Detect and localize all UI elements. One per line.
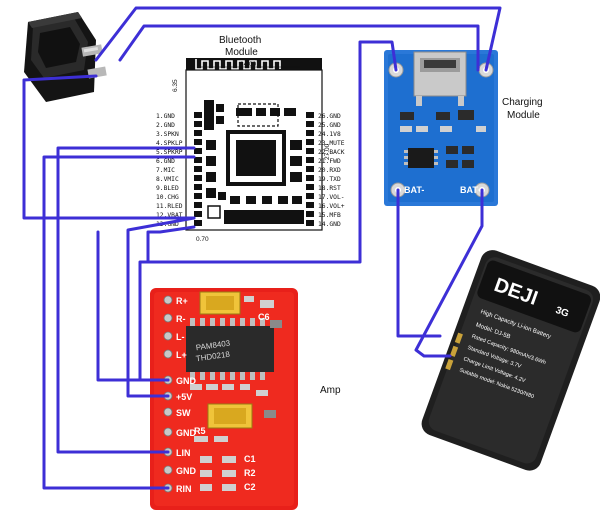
- amp-pin-gnd-1: GND: [176, 376, 197, 386]
- bt-pin-19: 19.TXD: [318, 176, 341, 183]
- bt-pin-9: 9.BLED: [156, 185, 179, 192]
- amp-part-r2: R2: [244, 468, 256, 478]
- bt-pin-2: 2.GND: [156, 122, 175, 129]
- bt-pin-22: 22.BACK: [318, 149, 345, 156]
- bluetooth-module: 14.00 6.35 27.00 0.70: [172, 58, 331, 243]
- battery: DEJI 3G High Capacity Li-ion Battery Mod…: [421, 250, 600, 471]
- wire-amp-gnd-return: [96, 230, 170, 382]
- amp-pin-r-minus: R-: [176, 314, 186, 324]
- bt-pin-21: 21.FWD: [318, 158, 341, 165]
- amp-pin-l-minus: L-: [176, 332, 185, 342]
- charging-title-line2: Module: [507, 110, 540, 121]
- amp-pin-rin: RIN: [176, 484, 192, 494]
- battery-badge: 3G: [554, 305, 571, 320]
- bt-pin-17: 17.VOL-: [318, 194, 345, 201]
- amp-pin-5v: +5V: [176, 392, 192, 402]
- top-height-dimension: 6.35: [172, 79, 179, 92]
- bt-pin-24: 24.1V8: [318, 131, 341, 138]
- bt-pin-12: 12.VBAT: [156, 212, 183, 219]
- bluetooth-title-line2: Module: [225, 47, 258, 58]
- bt-pin-23: 23.MUTE: [318, 140, 345, 147]
- bt-pin-6: 6.GND: [156, 158, 175, 165]
- bt-pin-16: 16.VOL+: [318, 203, 345, 210]
- wire-switch-to-bt-vbat: [22, 74, 196, 220]
- bt-pin-26: 26.GND: [318, 113, 341, 120]
- amp-pin-r-plus: R+: [176, 296, 188, 306]
- bluetooth-title-line1: Bluetooth: [219, 35, 261, 46]
- width-dimension: 14.00: [240, 61, 257, 68]
- side-height-dimension: 27.00: [324, 143, 331, 160]
- wires: [22, 6, 502, 490]
- bt-pin-13: 13.GND: [156, 221, 179, 228]
- amp-board: PAM8403 THD0218: [150, 288, 298, 510]
- wire-bat-minus: [396, 188, 442, 338]
- bt-pin-4: 4.SPKLP: [156, 140, 183, 147]
- bt-pin-1: 1.GND: [156, 113, 175, 120]
- wire-spklp-to-lin: [56, 146, 196, 454]
- amp-pin-l-plus: L+: [176, 350, 187, 360]
- amp-part-r5: R5: [194, 426, 206, 436]
- rocker-switch: [24, 12, 107, 102]
- bt-pin-25: 25.GND: [318, 122, 341, 129]
- wire-bt-vbat-to-amp-5v: [126, 216, 196, 398]
- amp-pin-gnd-2: GND: [176, 428, 197, 438]
- bt-pin-11: 11.RLED: [156, 203, 183, 210]
- bt-pin-8: 8.VMIC: [156, 176, 179, 183]
- charging-module: BAT- BAT+: [384, 50, 498, 206]
- wire-switch-to-charger-top: [94, 6, 502, 72]
- amp-pin-lin: LIN: [176, 448, 191, 458]
- bt-pin-20: 20.RXD: [318, 167, 341, 174]
- wire-spkrp-to-rin: [42, 155, 196, 490]
- amp-pin-sw: SW: [176, 408, 191, 418]
- amp-part-c6: C6: [258, 312, 270, 322]
- bt-pin-7: 7.MIC: [156, 167, 175, 174]
- bt-pin-15: 15.MFB: [318, 212, 341, 219]
- bluetooth-right-pins: 26.GND 25.GND 24.1V8 23.MUTE 22.BACK 21.…: [318, 113, 345, 228]
- amp-part-c2: C2: [244, 482, 256, 492]
- bt-pin-3: 3.SPKN: [156, 131, 179, 138]
- wire-charger-top-loop: [118, 24, 480, 72]
- bt-pin-5: 5.SPKRP: [156, 149, 183, 156]
- charging-title-line1: Charging: [502, 97, 543, 108]
- amp-title: Amp: [320, 385, 341, 396]
- bt-pin-14: 14.GND: [318, 221, 341, 228]
- amp-pin-gnd-3: GND: [176, 466, 197, 476]
- bottom-dimension: 0.70: [196, 236, 209, 243]
- bt-pin-10: 10.CHG: [156, 194, 179, 201]
- bat-plus-label: BAT+: [460, 185, 483, 195]
- wire-bat-plus: [414, 188, 484, 358]
- bluetooth-left-pins: 1.GND 2.GND 3.SPKN 4.SPKLP 5.SPKRP 6.GND…: [156, 113, 183, 228]
- amp-part-c1: C1: [244, 454, 256, 464]
- amp-pin-labels: R+ R- L- L+ GND +5V SW GND LIN GND RIN C…: [176, 296, 270, 494]
- bt-pin-18: 18.RST: [318, 185, 341, 192]
- bat-minus-label: BAT-: [404, 185, 424, 195]
- wire-bt-gnd: [146, 225, 196, 264]
